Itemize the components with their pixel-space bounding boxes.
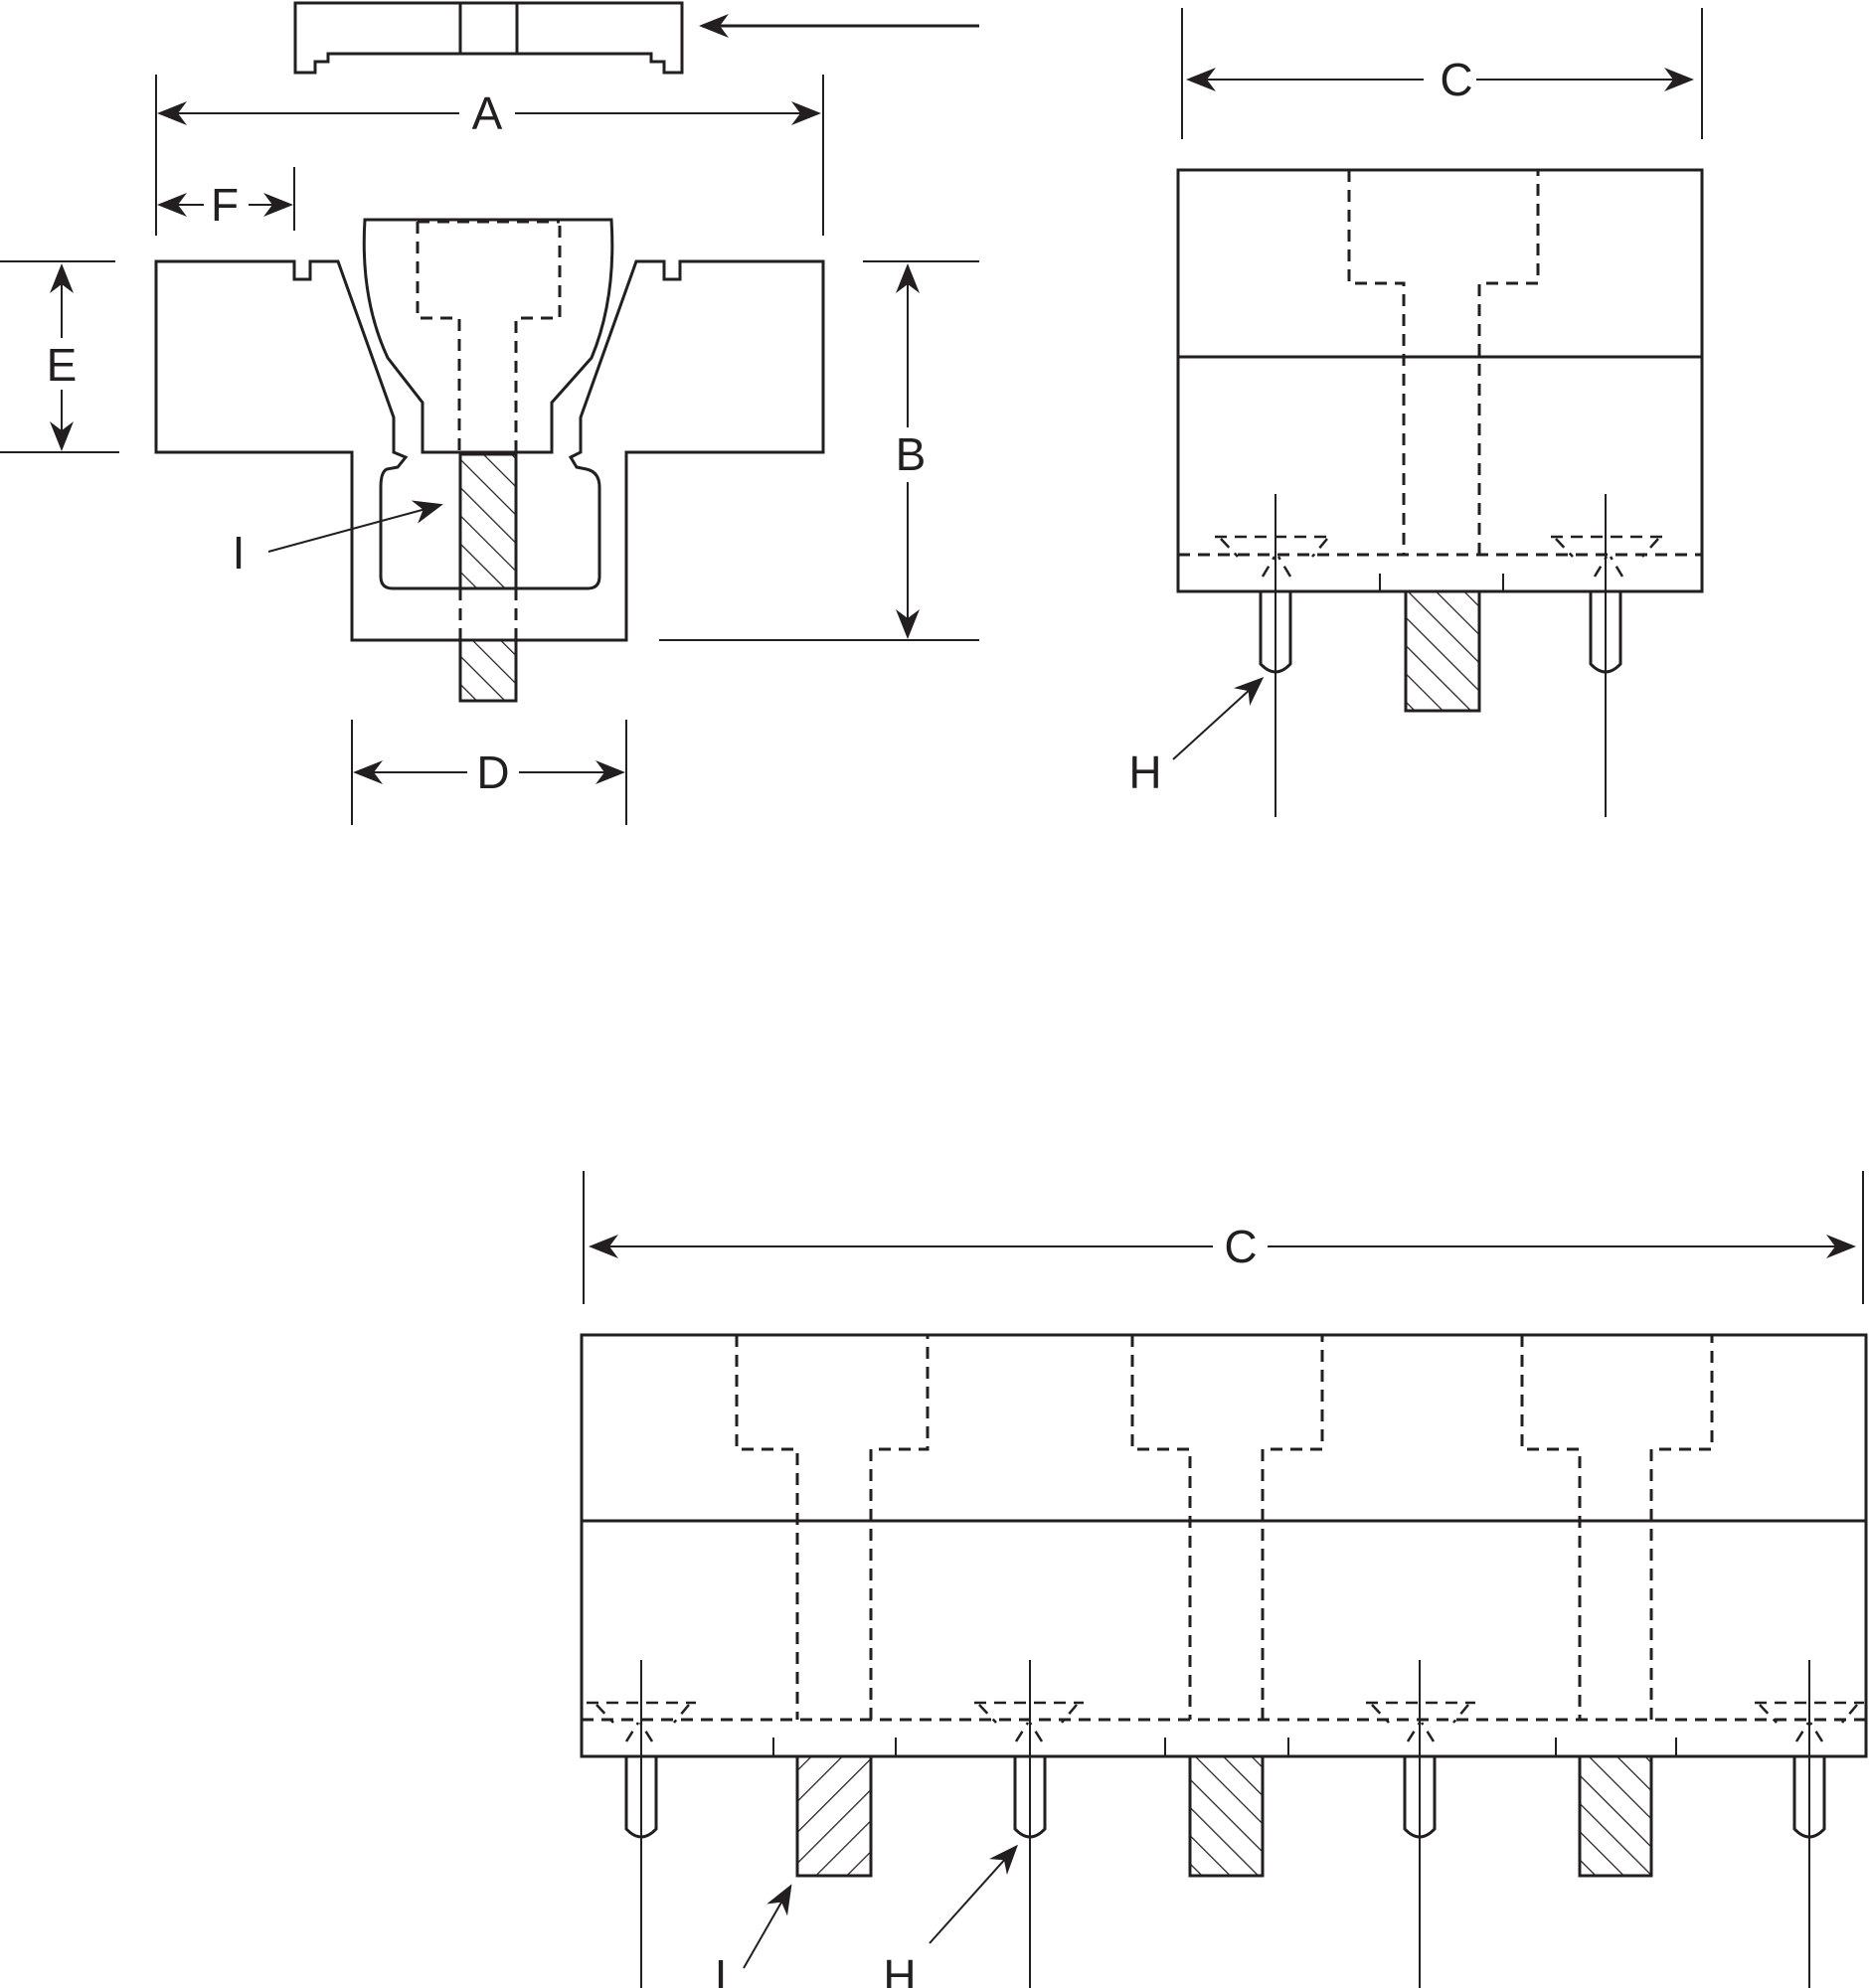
bolt-shank-section (458, 638, 518, 703)
side-view: C H (1128, 8, 1704, 817)
long-countersink-3 (1366, 1701, 1475, 1742)
callout-h-side-leader (1172, 676, 1265, 760)
callout-i-long-label: I (715, 1950, 728, 1988)
jaw-top-profile (293, 1, 684, 75)
t-nut-head (362, 218, 614, 454)
dim-f-label: F (211, 179, 239, 231)
long-hidden-t-slot-1 (735, 1335, 930, 1720)
callout-i-long-leader (743, 1884, 792, 1969)
long-view: C I H (580, 1171, 1868, 1988)
callout-h-long-leader (929, 1844, 1019, 1944)
dim-d-label: D (476, 746, 509, 798)
long-countersink-1 (587, 1701, 696, 1742)
side-body-outline (1176, 168, 1704, 593)
callout-i-label: I (233, 527, 246, 579)
long-body-outline (580, 1333, 1868, 1758)
long-hidden-t-slot-3 (1520, 1335, 1714, 1720)
side-countersink-left (1215, 535, 1332, 578)
long-countersink-2 (974, 1701, 1084, 1742)
callout-h-side-label: H (1128, 746, 1161, 798)
bolt-section (458, 452, 518, 590)
long-bolt-section-2 (1188, 1754, 1265, 1878)
long-bolt-section-1 (795, 1754, 873, 1878)
jaw-body-outline (154, 259, 825, 642)
callout-i-leader (267, 500, 443, 553)
t-nut-hidden-slot (416, 222, 562, 452)
dim-e-label: E (47, 339, 78, 391)
dim-c-side-label: C (1440, 54, 1472, 105)
dim-c-long-label: C (1224, 1221, 1257, 1272)
dim-b-label: B (896, 428, 927, 480)
long-bolt-section-3 (1578, 1754, 1653, 1878)
side-bolt-section (1404, 589, 1481, 713)
callout-h-long-label: H (883, 1950, 916, 1988)
dim-a-label: A (472, 87, 503, 139)
side-hidden-t-slot (1347, 170, 1540, 555)
long-hidden-t-slot-2 (1130, 1335, 1324, 1720)
long-countersink-4 (1755, 1701, 1864, 1742)
front-view: A F E B D I (0, 1, 979, 825)
